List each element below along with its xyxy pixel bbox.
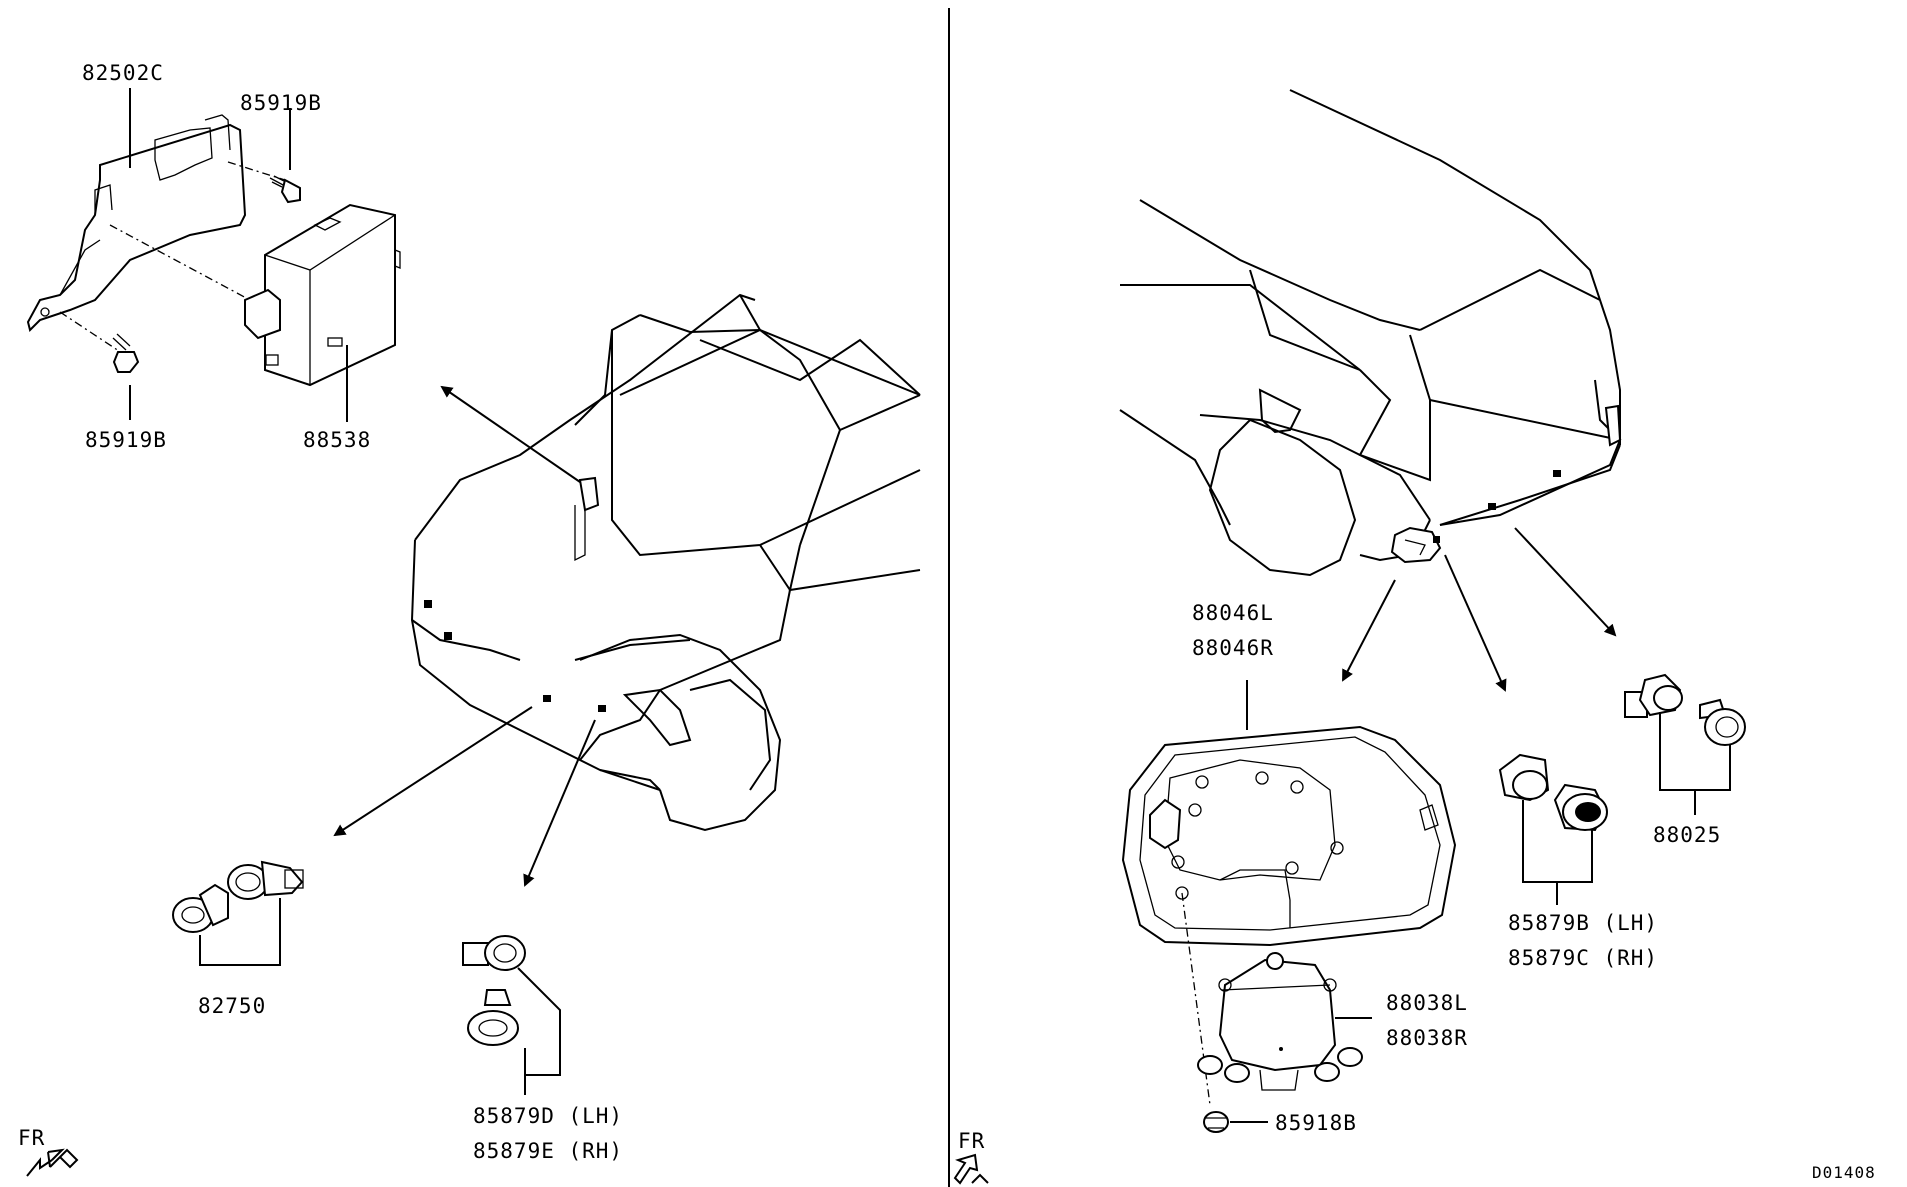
label-bolt-bottom: 85919B xyxy=(85,428,167,452)
direction-arrow-icon xyxy=(1342,579,1396,682)
sensor-icon xyxy=(1699,698,1746,746)
direction-arrow-icon xyxy=(1444,554,1507,692)
direction-arrow-icon xyxy=(1514,527,1617,637)
sensor-icon xyxy=(1498,753,1550,802)
bracket-icon xyxy=(26,114,247,332)
direction-arrow-icon xyxy=(440,385,581,483)
bolt-icon xyxy=(269,175,301,204)
sensor-icon xyxy=(172,883,229,933)
label-rear-corner-rh: 85879C (RH) xyxy=(1508,946,1658,970)
label-radar-unit-l: 88038L xyxy=(1386,991,1468,1015)
control-unit-icon xyxy=(244,203,401,387)
label-ecu-front: 88538 xyxy=(303,428,371,452)
rear-cover-icon xyxy=(1121,725,1457,947)
control-unit-icon xyxy=(1197,952,1363,1091)
fr-arrow-icon xyxy=(26,1148,79,1177)
sensor-icon xyxy=(1624,673,1683,718)
sensor-icon xyxy=(467,989,519,1046)
label-rear-cover-l: 88046L xyxy=(1192,601,1274,625)
label-sensor-front-corner-rh: 85879E (RH) xyxy=(473,1139,623,1163)
diagram-code: D01408 xyxy=(1812,1163,1876,1182)
label-bolt-top: 85919B xyxy=(240,91,322,115)
label-rear-cover-r: 88046R xyxy=(1192,636,1274,660)
label-rear-corner-lh: 85879B (LH) xyxy=(1508,911,1658,935)
label-bracket: 82502C xyxy=(82,61,164,85)
direction-arrow-icon xyxy=(333,706,533,837)
rear-vehicle-outline xyxy=(1119,89,1622,577)
bolt-icon xyxy=(112,333,140,373)
fr-arrow-icon xyxy=(953,1153,989,1185)
sensor-icon xyxy=(462,935,526,971)
front-vehicle-outline xyxy=(410,293,921,832)
label-sensor-front-pair: 82750 xyxy=(198,994,266,1018)
label-rear-sensor-pair: 88025 xyxy=(1653,823,1721,847)
label-radar-unit-r: 88038R xyxy=(1386,1026,1468,1050)
label-fr-right: FR xyxy=(958,1129,985,1153)
label-screw: 85918B xyxy=(1275,1111,1357,1135)
bolt-icon xyxy=(1203,1111,1229,1133)
sensor-icon xyxy=(227,860,304,900)
label-sensor-front-corner-lh: 85879D (LH) xyxy=(473,1104,623,1128)
label-fr-left: FR xyxy=(18,1126,45,1150)
sensor-icon xyxy=(1553,783,1608,832)
direction-arrow-icon xyxy=(523,719,596,887)
